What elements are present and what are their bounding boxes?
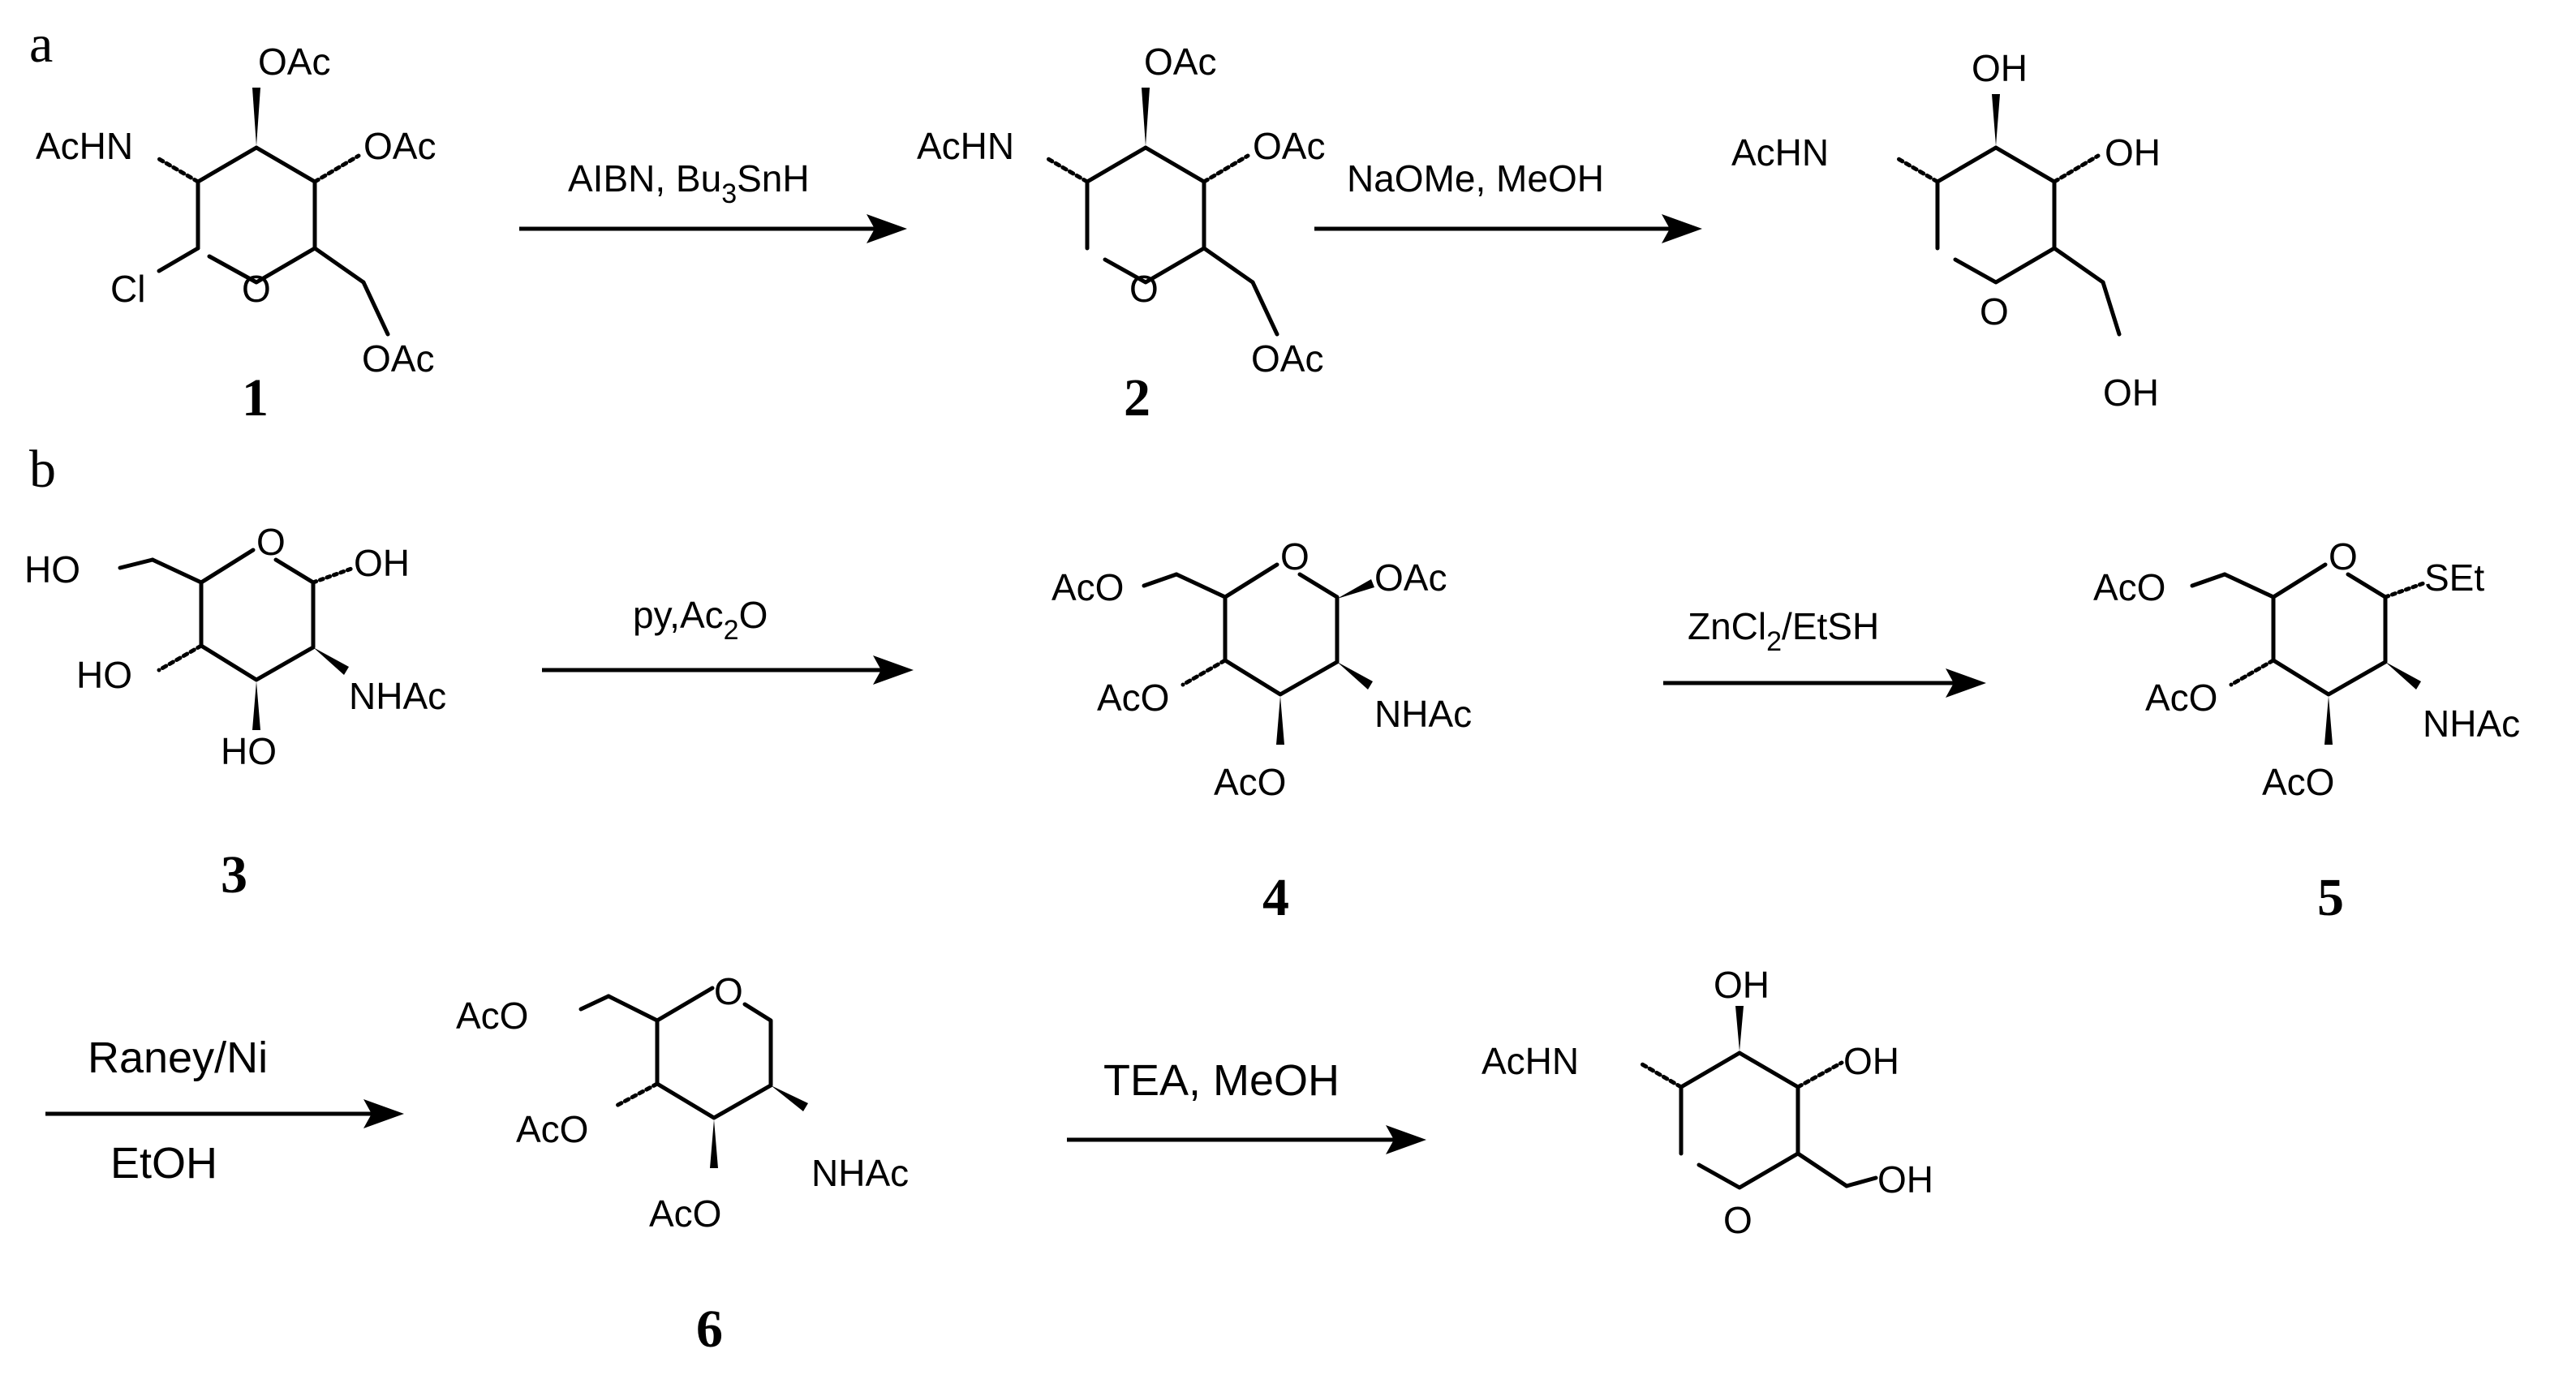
compound-6-aco-top: AcO xyxy=(456,995,528,1037)
compound-4-ring-o: O xyxy=(1280,535,1310,578)
compound-5-structure: O SEt AcO AcO NHAc AcO xyxy=(2093,535,2520,803)
compound-4-aco-bottom: AcO xyxy=(1214,761,1286,803)
compound-4-oac-anomeric: OAc xyxy=(1374,556,1447,599)
reagent-py-ac2o: py,Ac2O xyxy=(633,594,768,646)
product-b-ring-o: O xyxy=(1723,1199,1752,1241)
reagent-aibn-bu3snh: AIBN, Bu3SnH xyxy=(568,157,810,209)
compound-2-ring-o: O xyxy=(1129,268,1159,310)
product-a-structure: OH OH AcHN O OH xyxy=(1731,47,2161,414)
compound-6-aco-bottom: AcO xyxy=(649,1192,721,1235)
reaction-arrow-1 xyxy=(519,214,907,243)
product-b-oh-right: OH xyxy=(1843,1040,1899,1082)
compound-3-ho-top: HO xyxy=(24,548,80,591)
compound-1-oac-bottom: OAc xyxy=(362,337,434,380)
compound-1-achn: AcHN xyxy=(36,125,133,167)
compound-number-2: 2 xyxy=(1124,368,1150,428)
product-b-oh-top: OH xyxy=(1714,964,1770,1006)
product-b-achn: AcHN xyxy=(1482,1040,1579,1082)
reagent-etoh: EtOH xyxy=(110,1139,217,1188)
compound-3-ring-o: O xyxy=(256,521,286,563)
compound-number-4: 4 xyxy=(1262,868,1289,927)
panel-label-b: b xyxy=(29,440,56,499)
compound-6-structure: O AcO AcO NHAc AcO xyxy=(456,970,909,1235)
compound-number-3: 3 xyxy=(221,845,247,904)
compound-6-aco-left: AcO xyxy=(516,1108,588,1150)
compound-5-aco-left: AcO xyxy=(2145,677,2217,719)
compound-5-aco-top: AcO xyxy=(2093,566,2165,608)
compound-1-cl: Cl xyxy=(110,268,145,310)
compound-2-achn: AcHN xyxy=(917,125,1014,167)
reagent-zncl2-etsh: ZnCl2/EtSH xyxy=(1688,605,1879,657)
panel-label-a: a xyxy=(29,15,53,74)
compound-number-1: 1 xyxy=(242,368,269,428)
product-b-structure: OH OH AcHN O OH xyxy=(1482,964,1933,1241)
reaction-arrow-6 xyxy=(1067,1125,1426,1154)
compound-2-oac-bottom: OAc xyxy=(1251,337,1323,380)
compound-3-ho-left: HO xyxy=(76,654,132,696)
compound-1-oac-right: OAc xyxy=(363,125,436,167)
reaction-arrow-3 xyxy=(542,655,914,685)
compound-1-structure: OAc OAc AcHN Cl O OAc xyxy=(36,41,436,380)
compound-2-oac-top: OAc xyxy=(1144,41,1216,83)
compound-3-nhac: NHAc xyxy=(349,675,446,717)
product-a-oh-top: OH xyxy=(1972,47,2028,89)
compound-3-structure: O OH HO HO NHAc HO xyxy=(24,521,446,772)
compound-5-nhac: NHAc xyxy=(2423,703,2520,745)
compound-1-ring-o: O xyxy=(242,268,271,310)
product-a-oh-bottom: OH xyxy=(2103,372,2159,414)
compound-3-oh-anomeric: OH xyxy=(354,542,410,584)
compound-4-structure: O OAc AcO AcO NHAc AcO xyxy=(1051,535,1472,803)
compound-1-oac-top: OAc xyxy=(258,41,330,83)
compound-3-ho-bottom: HO xyxy=(221,730,277,772)
compound-5-ring-o: O xyxy=(2329,535,2358,578)
compound-2-oac-right: OAc xyxy=(1253,125,1325,167)
compound-4-nhac: NHAc xyxy=(1374,693,1472,735)
reaction-arrow-5 xyxy=(45,1099,404,1128)
product-b-oh-bottom: OH xyxy=(1877,1158,1933,1201)
reagent-tea-meoh: TEA, MeOH xyxy=(1103,1056,1340,1105)
reaction-arrow-2 xyxy=(1314,214,1702,243)
compound-5-aco-bottom: AcO xyxy=(2262,761,2334,803)
compound-5-set: SEt xyxy=(2424,556,2484,599)
reaction-arrow-4 xyxy=(1663,668,1986,698)
compound-number-6: 6 xyxy=(696,1300,723,1359)
product-a-oh-right: OH xyxy=(2105,131,2161,174)
compound-number-5: 5 xyxy=(2317,868,2344,927)
compound-6-nhac: NHAc xyxy=(811,1152,909,1194)
product-a-achn: AcHN xyxy=(1731,131,1829,174)
reagent-raney-ni: Raney/Ni xyxy=(88,1033,268,1082)
compound-2-structure: OAc OAc AcHN O OAc xyxy=(917,41,1325,380)
reagent-naome-meoh: NaOMe, MeOH xyxy=(1347,157,1604,200)
compound-4-aco-top: AcO xyxy=(1051,566,1124,608)
product-a-ring-o: O xyxy=(1980,290,2009,333)
compound-6-ring-o: O xyxy=(714,970,743,1012)
compound-4-aco-left: AcO xyxy=(1097,677,1169,719)
